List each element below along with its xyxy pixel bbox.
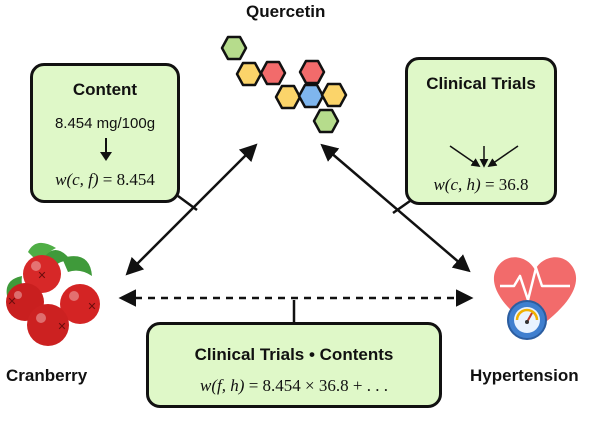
arrow-cranberry-quercetin — [125, 143, 258, 276]
combined-box-title: Clinical Trials • Contents — [194, 345, 394, 364]
trials-converging-arrows — [449, 145, 519, 168]
combined-formula-lhs: w(f, h) — [200, 376, 245, 395]
svg-text:✕: ✕ — [57, 321, 66, 333]
cranberry-label: Cranberry — [6, 366, 88, 385]
clinical-trials-box: Clinical Trials w(c, h) = 36.8 — [405, 57, 557, 205]
content-down-arrowhead — [100, 152, 112, 161]
svg-text:✕: ✕ — [37, 270, 46, 282]
clinical-trials-formula: w(c, h) = 36.8 — [408, 175, 554, 195]
quercetin-molecule-icon — [220, 35, 348, 134]
content-down-arrow — [105, 138, 107, 154]
svg-text:✕: ✕ — [7, 296, 16, 308]
svg-text:✕: ✕ — [87, 301, 96, 313]
combined-formula: w(f, h) = 8.454 × 36.8 + . . . — [149, 376, 439, 396]
hypertension-heart-gauge-icon — [493, 257, 577, 340]
trials-formula-lhs: w(c, h) — [433, 175, 481, 194]
clinical-trials-box-title: Clinical Trials — [426, 74, 536, 93]
content-formula-rhs: = 8.454 — [102, 170, 155, 189]
content-formula-lhs: w(c, f) — [55, 170, 99, 189]
content-value: 8.454 mg/100g — [54, 115, 156, 132]
trials-formula-rhs: = 36.8 — [484, 175, 529, 194]
content-box-title: Content — [72, 80, 138, 99]
arrow-quercetin-hypertension — [320, 143, 471, 273]
content-box: Content 8.454 mg/100g w(c, f) = 8.454 — [30, 63, 180, 203]
combined-formula-rhs: = 8.454 × 36.8 + . . . — [248, 376, 388, 395]
hypertension-label: Hypertension — [470, 366, 579, 385]
content-formula: w(c, f) = 8.454 — [33, 170, 177, 190]
combined-box: Clinical Trials • Contents w(f, h) = 8.4… — [146, 322, 442, 408]
quercetin-label: Quercetin — [246, 2, 326, 21]
cranberry-icon: ✕ ✕ ✕ ✕ — [6, 242, 100, 346]
